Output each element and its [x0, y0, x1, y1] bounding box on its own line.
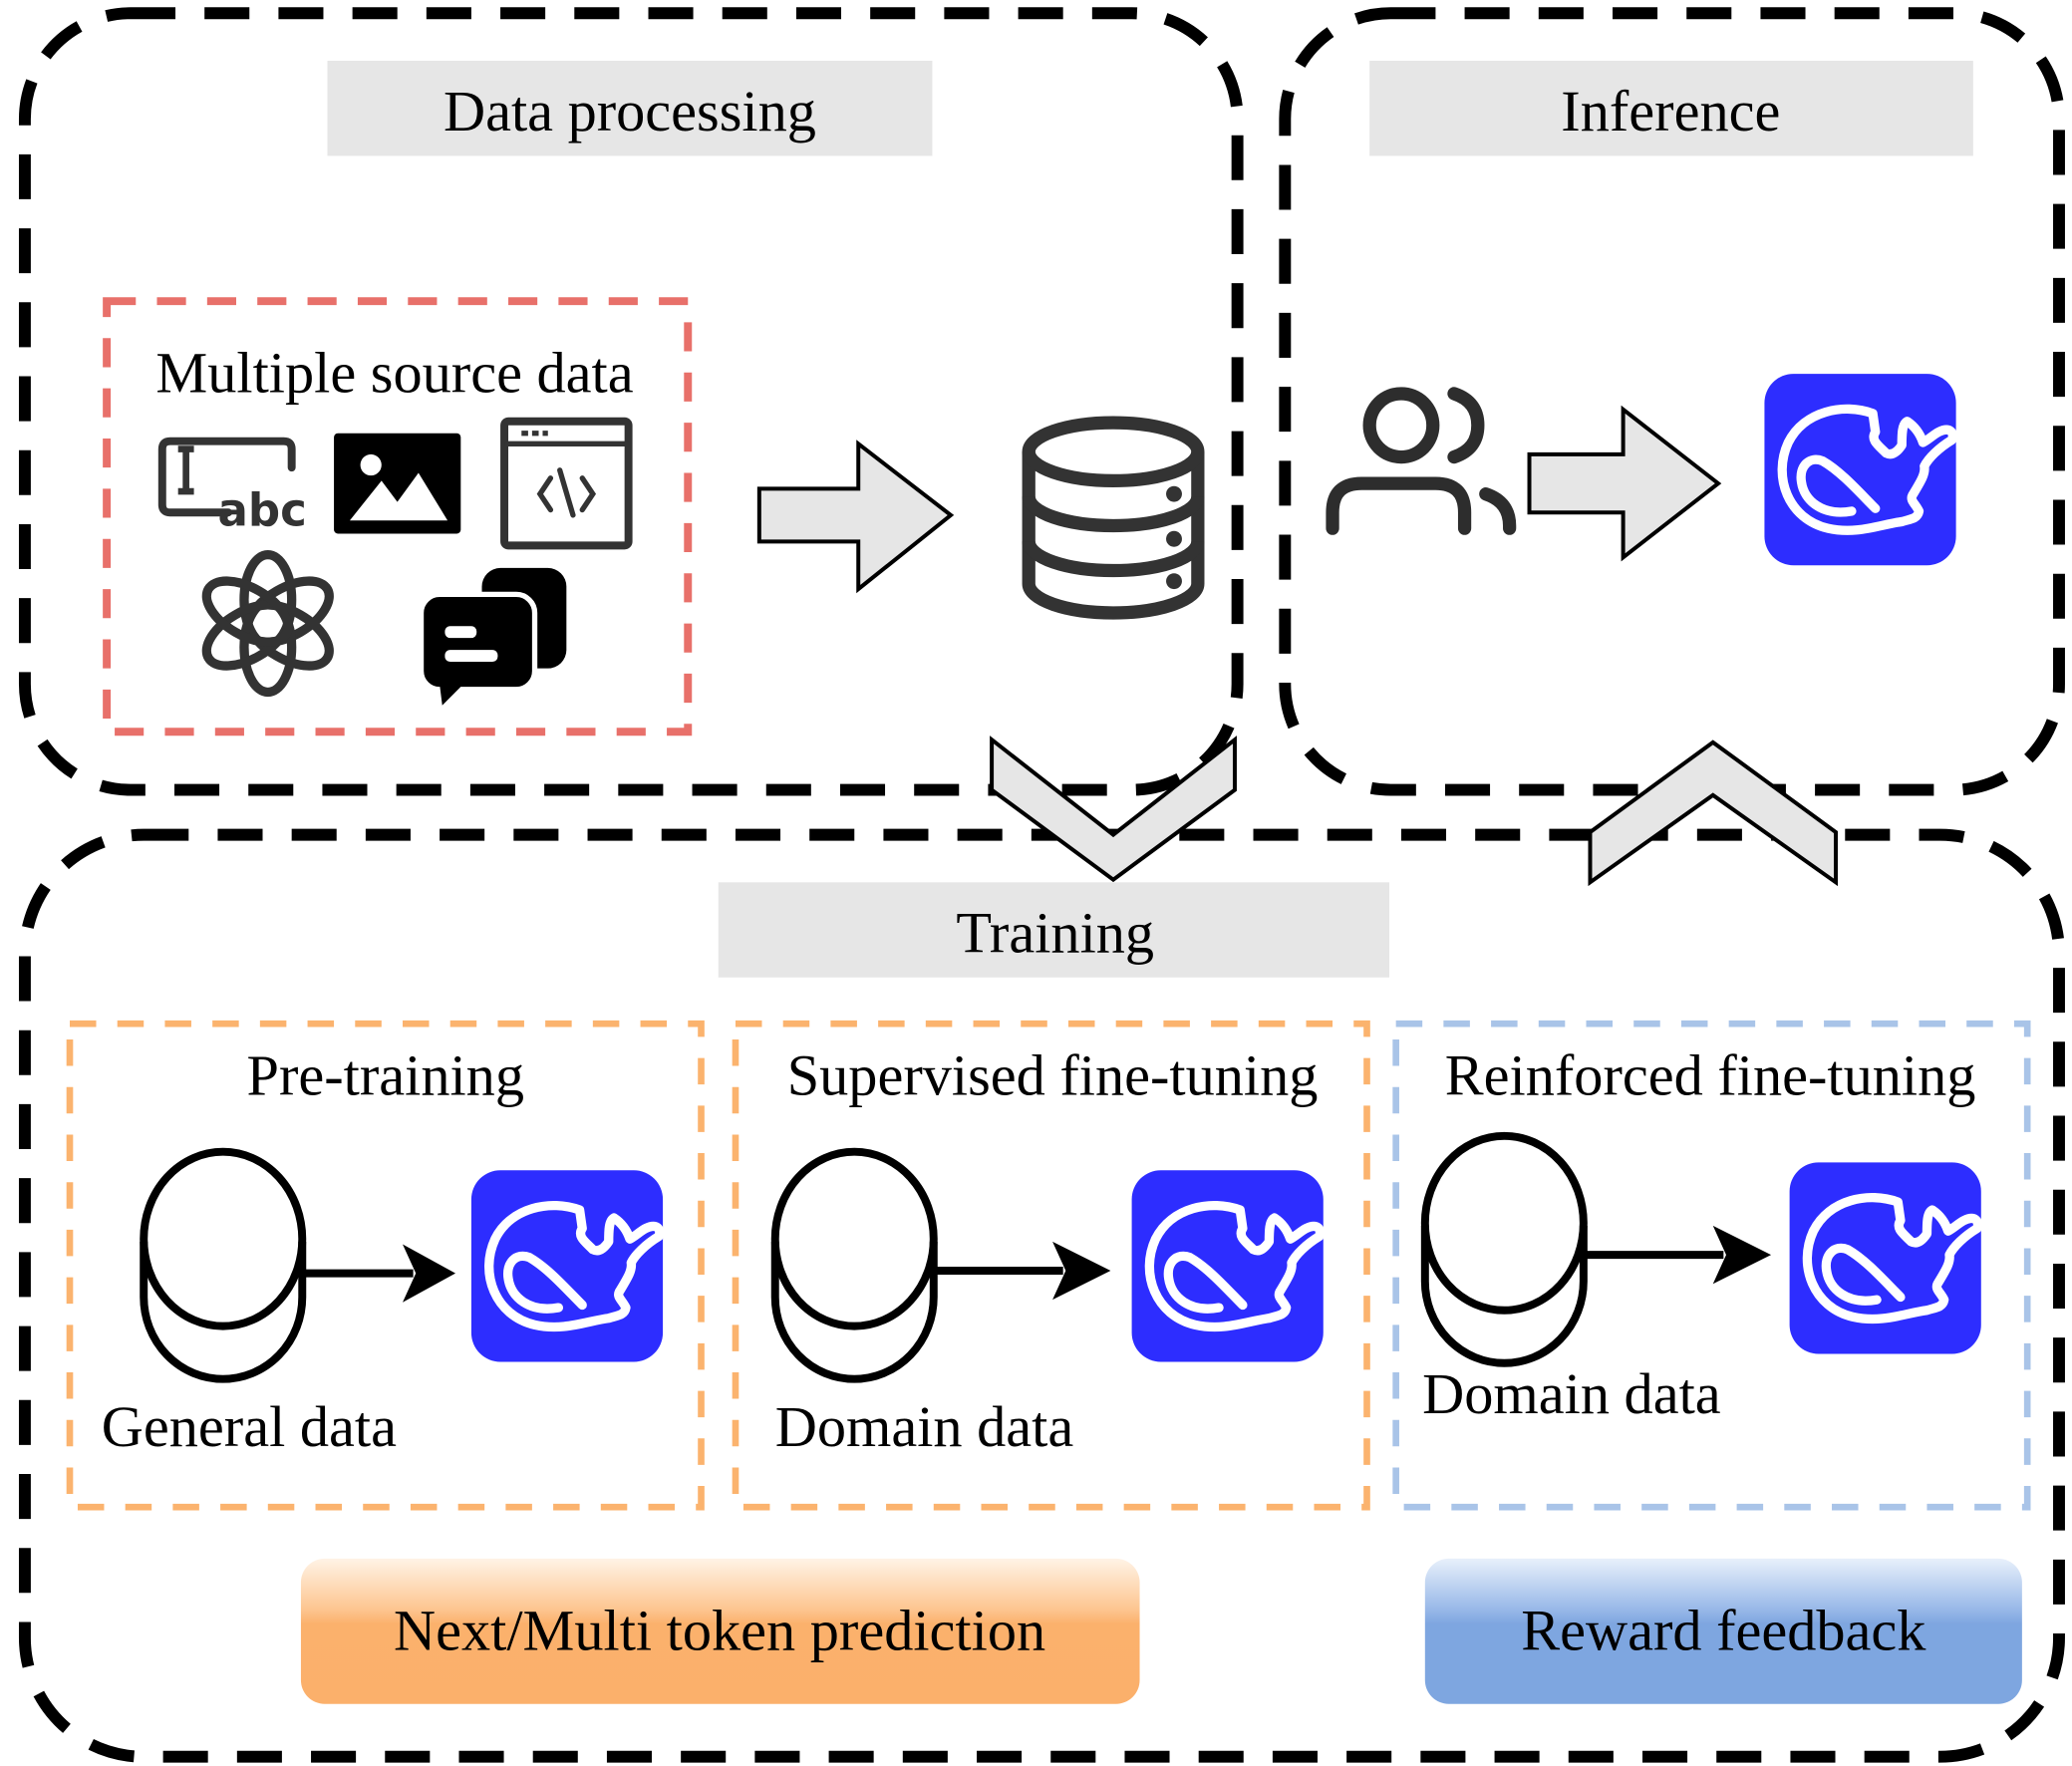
openai-logo-icon: [201, 550, 334, 698]
arrow-icon: [1052, 1241, 1111, 1301]
code-window-icon: [500, 417, 633, 550]
training-header: [718, 882, 1390, 978]
data-processing-header: [327, 60, 933, 156]
objective-label: Next/Multi token prediction: [394, 1598, 1045, 1662]
text-abc-icon: abc: [157, 437, 307, 536]
arrow-icon: [1712, 1225, 1772, 1285]
svg-text:abc: abc: [217, 483, 306, 536]
deepseek-logo-icon: [1764, 374, 1955, 565]
chat-bubbles-icon: [418, 567, 567, 706]
deepseek-logo-icon: [1790, 1162, 1981, 1353]
data-processing-section: Data processing Multiple source data abc: [18, 7, 1244, 796]
training-title: Training: [956, 901, 1154, 966]
users-icon: [1326, 387, 1517, 535]
image-icon: [334, 433, 461, 534]
data-cylinder-icon: [775, 1152, 934, 1379]
data-processing-border: [18, 7, 1244, 796]
source-data-box: [103, 297, 693, 736]
chevron-up-icon: [1588, 739, 1838, 887]
chevron-down-icon: [990, 736, 1237, 883]
stage-data-label: Domain data: [775, 1394, 1074, 1459]
database-icon: [1022, 416, 1205, 620]
stage-title: Pre-training: [247, 1043, 524, 1108]
data-cylinder-icon: [1425, 1136, 1584, 1363]
inference-header: [1369, 60, 1973, 156]
stage-data-label: Domain data: [1422, 1361, 1721, 1426]
arrow-right-icon: [756, 440, 955, 594]
training-border: [18, 828, 2065, 1763]
stage-data-label: General data: [102, 1394, 397, 1459]
stage-supervised-fine-tuning: Supervised fine-tuning Domain data: [732, 1020, 1370, 1511]
deepseek-logo-icon: [471, 1170, 663, 1361]
arrow-right-icon: [1527, 405, 1722, 562]
stage-pretraining: Pre-training General data: [66, 1020, 705, 1511]
data-cylinder-icon: [144, 1152, 302, 1379]
arrow-icon: [402, 1244, 456, 1303]
stage-title: Reinforced fine-tuning: [1445, 1043, 1976, 1108]
source-data-label: Multiple source data: [155, 341, 633, 406]
objective-reward-feedback: Reward feedback: [1424, 1558, 2022, 1704]
stage-title: Supervised fine-tuning: [787, 1043, 1319, 1108]
data-processing-title: Data processing: [444, 79, 816, 144]
deepseek-logo-icon: [1132, 1170, 1324, 1361]
training-section: Training Pre-training General data Super…: [18, 736, 2065, 1763]
inference-title: Inference: [1561, 79, 1780, 144]
objective-label: Reward feedback: [1521, 1598, 1926, 1662]
stage-reinforced-fine-tuning: Reinforced fine-tuning Domain data: [1392, 1020, 2031, 1511]
objective-next-token-prediction: Next/Multi token prediction: [300, 1558, 1140, 1704]
inference-section: Inference: [1279, 7, 2065, 796]
